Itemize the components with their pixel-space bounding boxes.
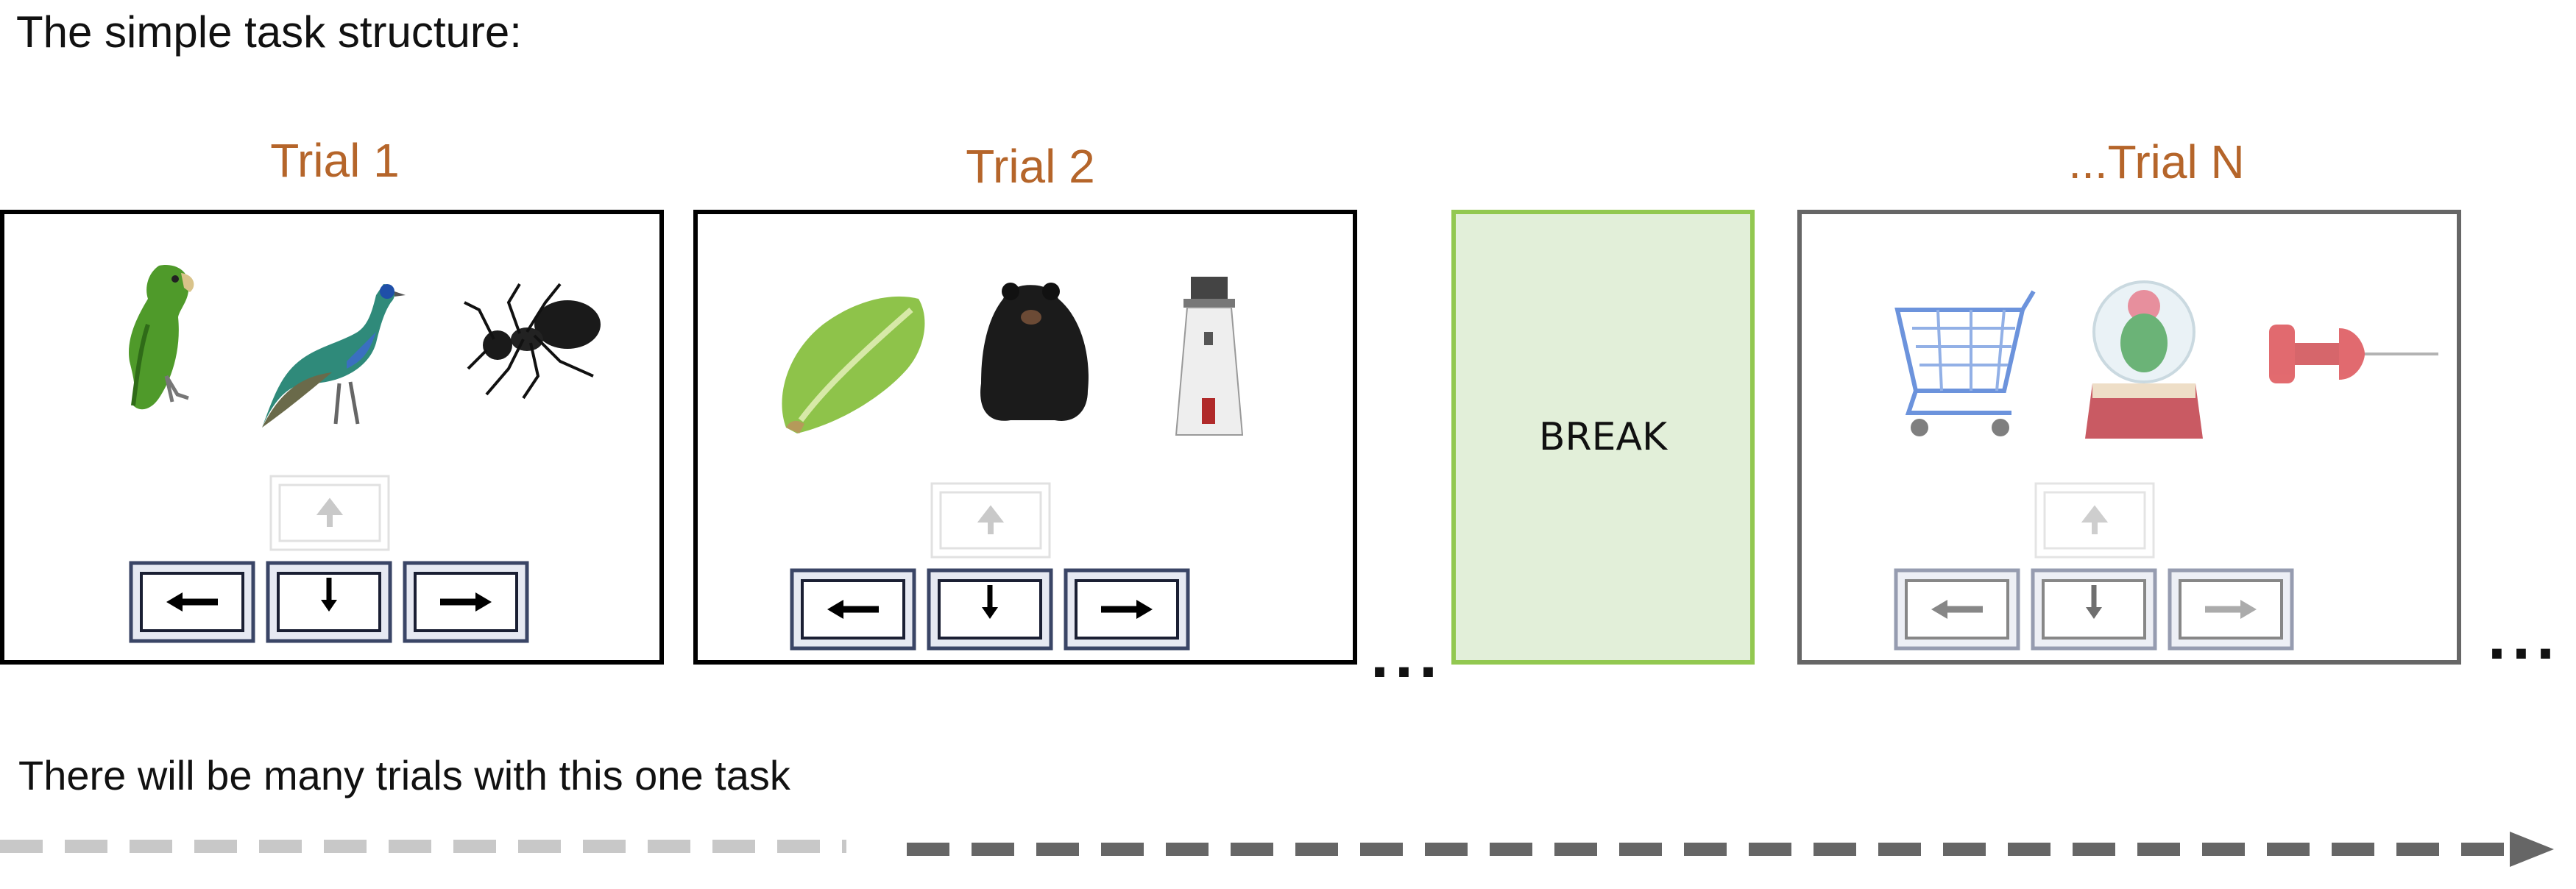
parrot-icon xyxy=(129,265,194,410)
break-box: BREAK xyxy=(1451,210,1755,665)
arrow-head-icon xyxy=(2510,832,2554,867)
up-key xyxy=(2034,482,2155,559)
right-key xyxy=(403,561,529,643)
ellipsis-end: ... xyxy=(2488,600,2561,673)
timeline-note: There will be many trials with this one … xyxy=(18,752,790,798)
trial-1-title: Trial 1 xyxy=(270,134,400,187)
trial-2-title: Trial 2 xyxy=(966,140,1095,193)
snow-globe-icon xyxy=(2085,280,2203,439)
right-key xyxy=(1064,568,1190,651)
down-key xyxy=(2031,568,2157,651)
push-pin-icon xyxy=(2269,325,2438,383)
left-key xyxy=(129,561,255,643)
up-key xyxy=(930,482,1051,559)
trial-n-title: ...Trial N xyxy=(2068,135,2245,188)
left-key xyxy=(790,568,916,651)
lighthouse-icon xyxy=(1175,277,1244,436)
shopping-cart-icon xyxy=(1894,290,2036,436)
trial-n-keypad xyxy=(1894,479,2444,659)
trial-1-panel xyxy=(0,210,664,665)
ant-icon xyxy=(464,283,601,400)
ellipsis-middle: ... xyxy=(1370,618,1444,692)
down-key xyxy=(266,561,392,643)
bear-icon xyxy=(980,283,1089,421)
peacock-icon xyxy=(262,284,406,428)
right-key xyxy=(2168,568,2294,651)
break-label: BREAK xyxy=(1538,415,1668,459)
trial-2-keypad xyxy=(790,479,1340,659)
left-key xyxy=(1894,568,2020,651)
trial-n-panel xyxy=(1797,210,2461,665)
trial-1-keypad xyxy=(129,472,679,652)
trial-2-panel xyxy=(693,210,1357,665)
timeline-arrow xyxy=(0,832,2554,867)
lettuce-icon xyxy=(782,296,925,433)
diagram-heading: The simple task structure: xyxy=(16,7,522,57)
up-key xyxy=(269,475,390,551)
down-key xyxy=(927,568,1053,651)
